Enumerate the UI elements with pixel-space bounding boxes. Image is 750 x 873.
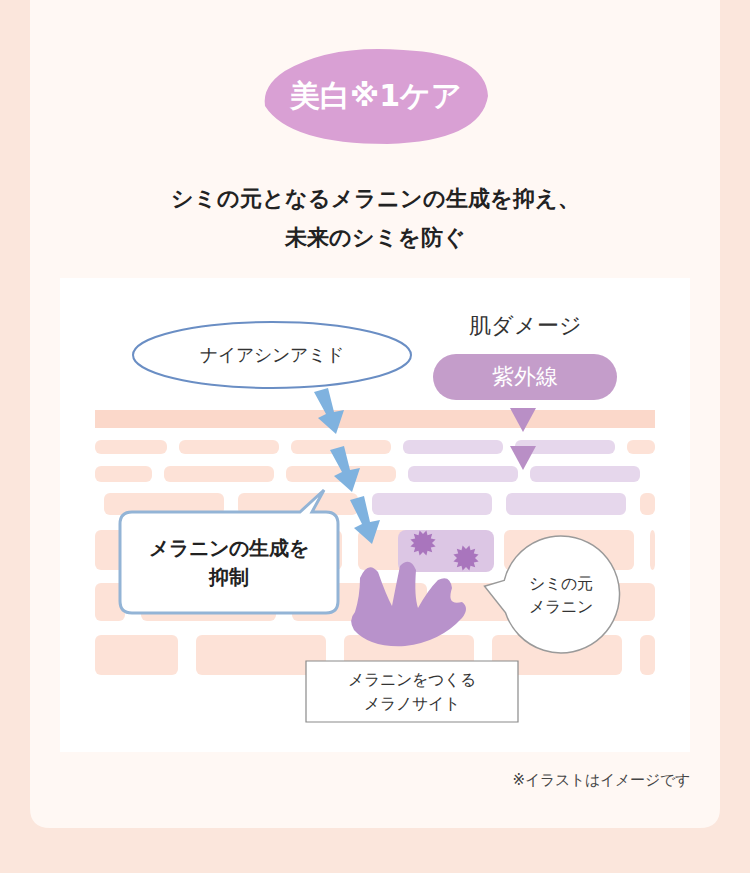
blob-node: 美白※1ケア [262,46,490,146]
card [30,0,720,828]
pill-node: 肌ダメージ紫外線 [433,306,617,400]
ellipse-node: ナイアシンアミド [131,320,413,390]
circle-node: シミの元 メラニン [501,535,621,655]
node-label: シミの元 メラニン [521,572,601,618]
melanocyte [351,562,466,646]
node-heading: 肌ダメージ [469,306,582,350]
node-label: 紫外線 [492,354,558,400]
node-label: ナイアシンアミド [200,342,344,368]
node-label: メラニンの生成を 抑制 [139,534,319,592]
bubble-outline [118,510,340,615]
panel [60,278,690,752]
node-label: 美白※1ケア [290,74,462,118]
rect-node: メラニンをつくる メラノサイト [305,660,519,723]
melanin-spots [410,530,478,570]
uv-arrows [510,408,536,470]
rect-outline [305,660,519,723]
circle-outline [501,535,621,655]
node-label: メラニンをつくる メラノサイト [317,668,507,714]
note: ※イラストはイメージです [512,771,690,790]
bubble-node: メラニンの生成を 抑制 [118,510,340,615]
heading: シミの元となるメラニンの生成を抑え、 未来のシミを防ぐ [125,180,625,257]
skin-layers [95,410,655,675]
